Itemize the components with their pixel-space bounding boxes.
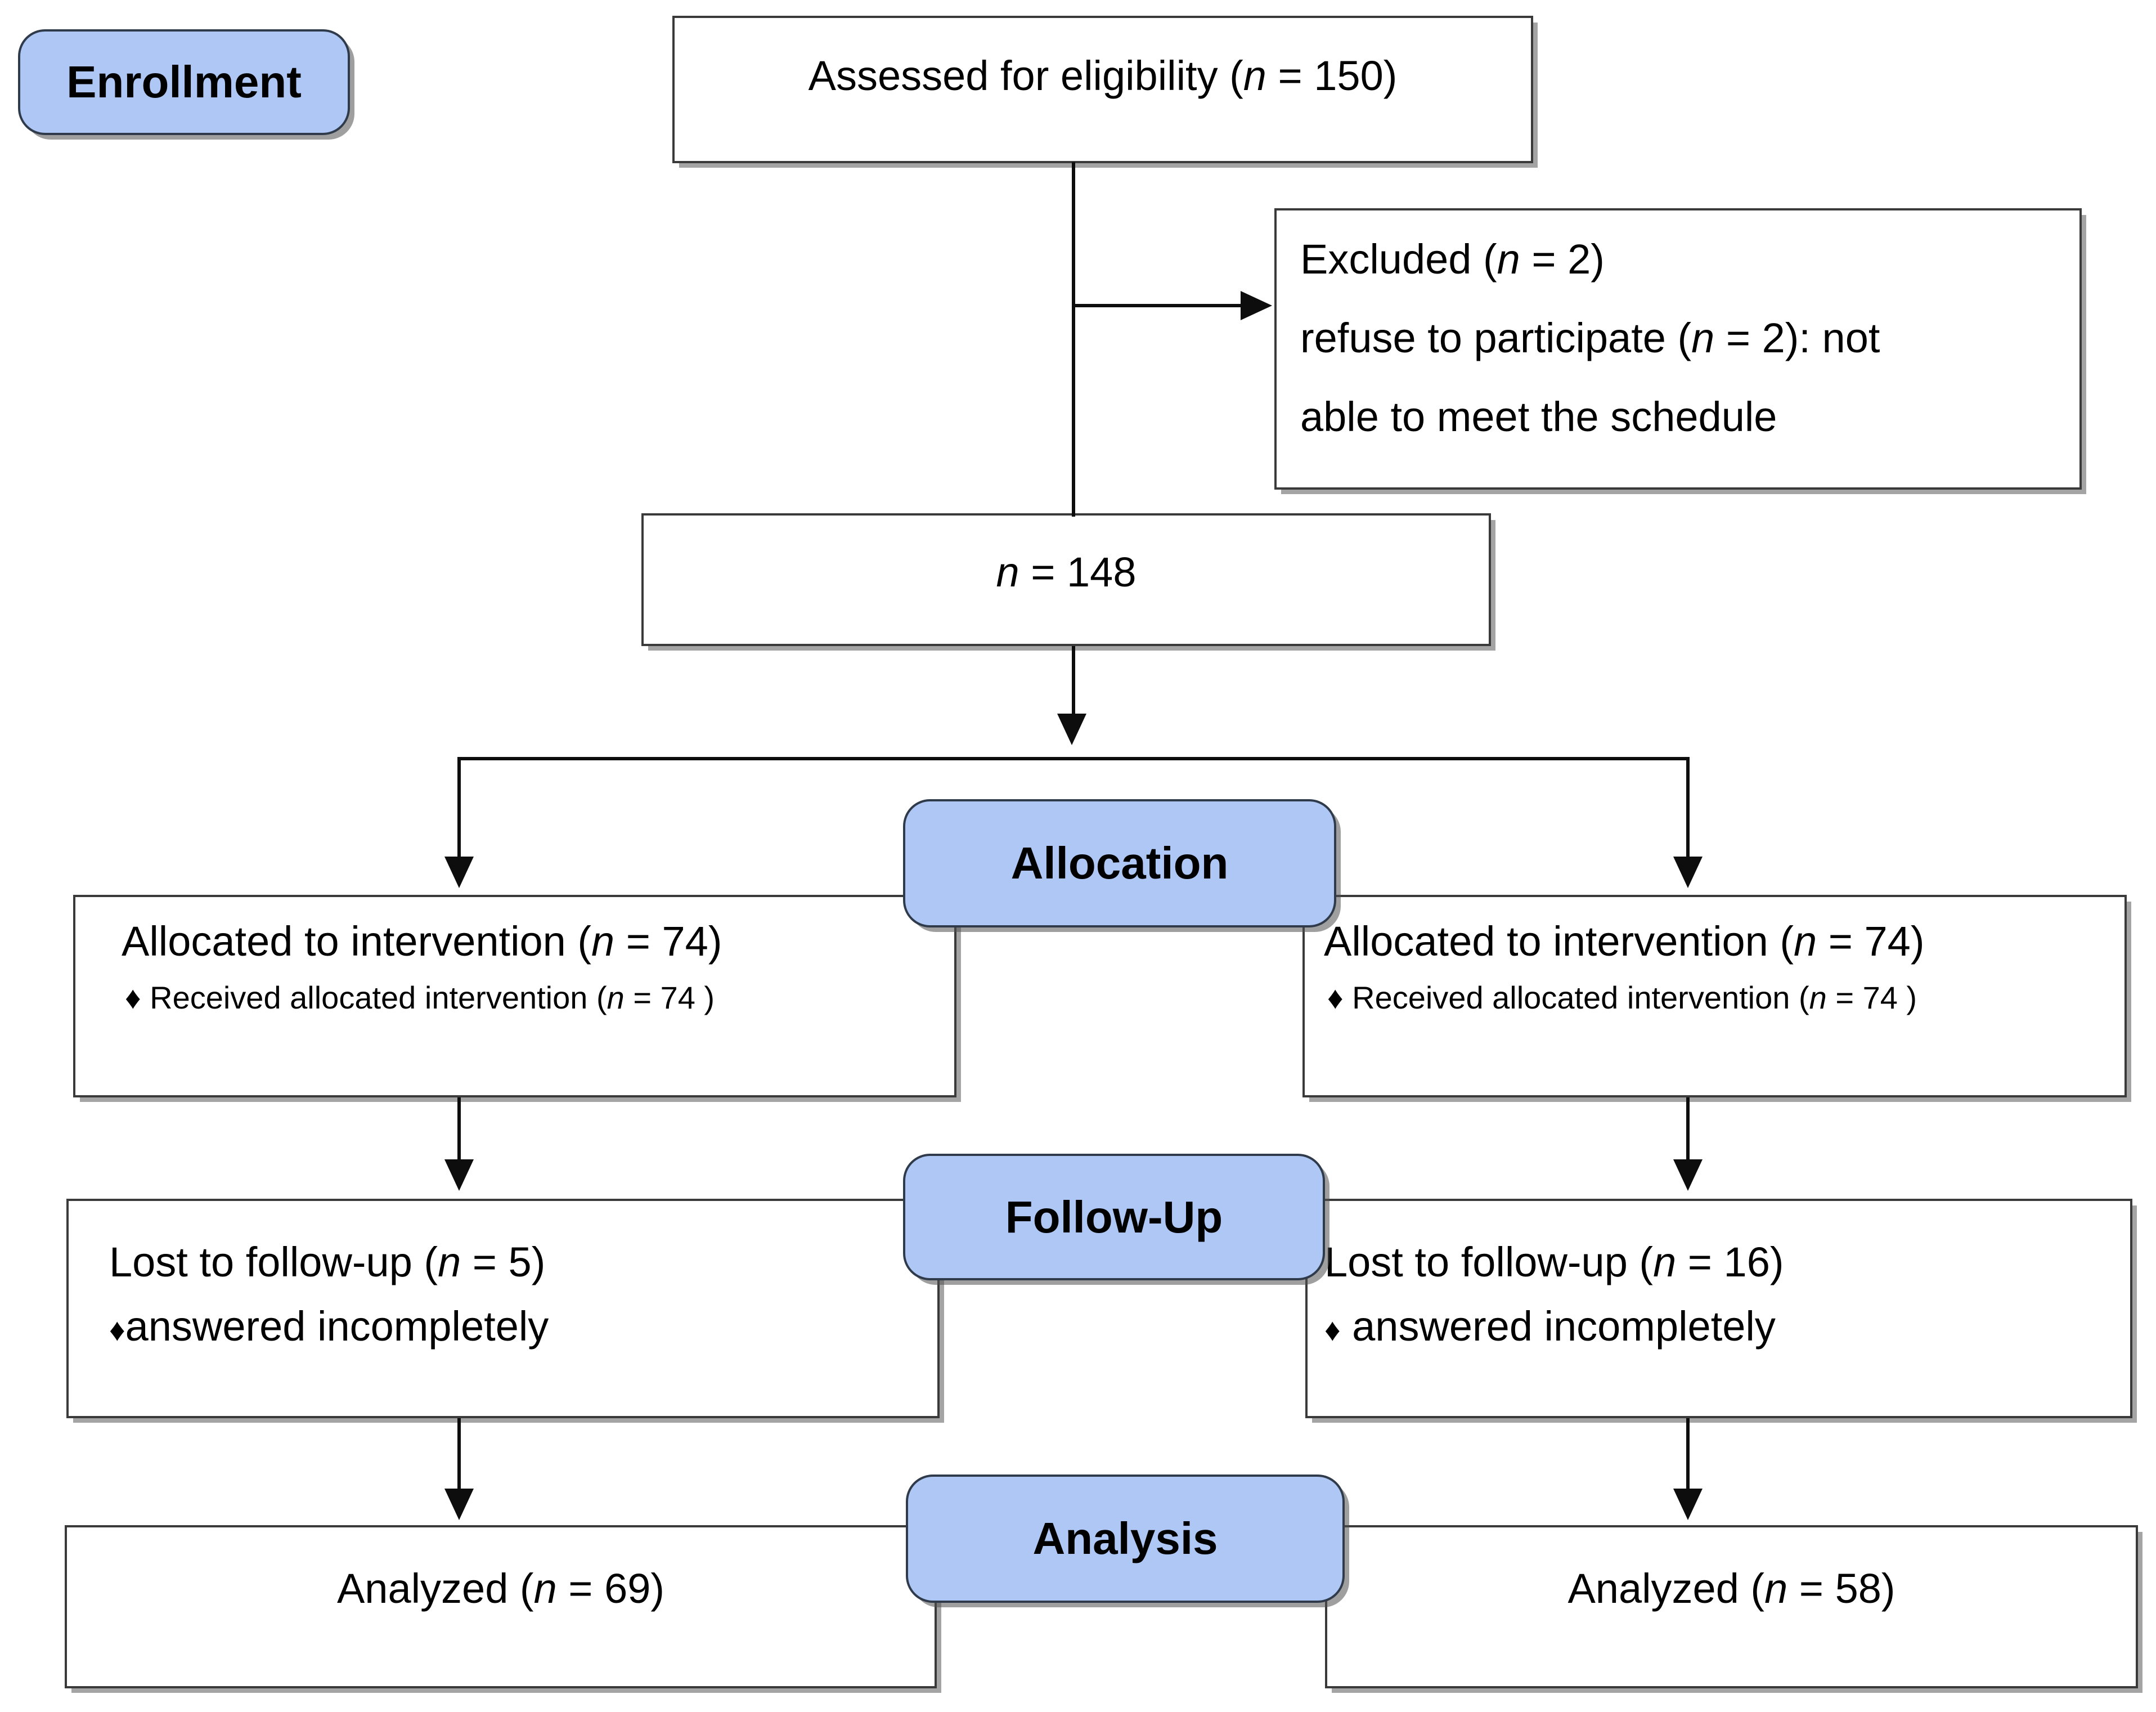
analysis-left-prefix: Analyzed ( <box>336 1565 534 1612</box>
connector-followup-right-to-analysis <box>1686 1418 1690 1491</box>
followup-right-sub: answered incompletely <box>1340 1303 1776 1350</box>
assessed-for-eligibility-box: Assessed for eligibility (n = 150) <box>672 16 1533 163</box>
alloc-right-bullet-icon: ♦ <box>1327 980 1344 1015</box>
randomized-value: = 148 <box>1019 549 1137 595</box>
excluded-line2-n: n <box>1691 315 1715 361</box>
arrow-followup-right <box>1673 1159 1703 1191</box>
assessed-n-symbol: n <box>1243 52 1266 99</box>
randomized-n-symbol: n <box>996 549 1019 595</box>
analyzed-left-box: Analyzed (n = 69) <box>65 1525 937 1688</box>
alloc-right-sub-n: n <box>1809 980 1827 1015</box>
followup-left-title-n: n <box>438 1239 461 1285</box>
alloc-left-title-value: = 74) <box>614 918 722 965</box>
arrow-to-excluded <box>1241 291 1272 320</box>
alloc-left-bullet-icon: ♦ <box>125 980 141 1015</box>
analysis-right-n-symbol: n <box>1764 1565 1788 1612</box>
followup-right-title-prefix: Lost to follow-up ( <box>1324 1239 1654 1285</box>
alloc-left-sub-prefix: Received allocated intervention ( <box>141 980 607 1015</box>
followup-right-title-value: = 16) <box>1676 1239 1784 1285</box>
arrow-analysis-right <box>1673 1489 1703 1520</box>
followup-left-title-value: = 5) <box>461 1239 546 1285</box>
excluded-line3: able to meet the schedule <box>1300 393 1777 440</box>
split-bar-allocation <box>457 757 1690 760</box>
arrow-followup-left <box>444 1159 474 1191</box>
alloc-left-title-prefix: Allocated to intervention ( <box>122 918 592 965</box>
assessed-prefix: Assessed for eligibility ( <box>808 52 1243 99</box>
randomized-box: n = 148 <box>641 513 1491 646</box>
allocated-right-box: Allocated to intervention (n = 74) ♦ Rec… <box>1302 895 2127 1097</box>
analyzed-right-box: Analyzed (n = 58) <box>1325 1525 2138 1688</box>
followup-right-bullet-icon: ♦ <box>1324 1312 1341 1347</box>
connector-followup-left-to-analysis <box>457 1418 461 1491</box>
connector-assessed-to-randomized <box>1072 162 1075 517</box>
analysis-right-prefix: Analyzed ( <box>1567 1565 1765 1612</box>
alloc-right-title-value: = 74) <box>1817 918 1925 965</box>
connector-alloc-right-to-followup <box>1686 1097 1690 1171</box>
excluded-line1-prefix: Excluded ( <box>1300 236 1497 283</box>
stage-badge-enrollment: Enrollment <box>18 29 350 135</box>
excluded-line2-prefix: refuse to participate ( <box>1300 315 1692 361</box>
analysis-right-value: = 58) <box>1787 1565 1896 1612</box>
arrow-to-alloc-left <box>444 857 474 888</box>
alloc-right-title-prefix: Allocated to intervention ( <box>1324 918 1794 965</box>
followup-left-title-prefix: Lost to follow-up ( <box>109 1239 438 1285</box>
followup-left-sub: answered incompletely <box>125 1303 549 1350</box>
excluded-line1-value: = 2) <box>1520 236 1605 283</box>
alloc-right-sub-value: = 74 ) <box>1826 980 1917 1015</box>
connector-randomized-down <box>1072 646 1075 730</box>
arrow-analysis-left <box>444 1489 474 1520</box>
split-right-leg <box>1686 757 1690 870</box>
excluded-box: Excluded (n = 2) refuse to participate (… <box>1274 208 2082 490</box>
connector-to-excluded <box>1072 304 1241 307</box>
assessed-value: = 150) <box>1266 52 1398 99</box>
alloc-left-sub-value: = 74 ) <box>624 980 715 1015</box>
arrow-to-alloc-right <box>1673 857 1703 888</box>
stage-badge-allocation: Allocation <box>903 799 1336 927</box>
followup-right-title-n: n <box>1653 1239 1677 1285</box>
stage-badge-followup: Follow-Up <box>903 1154 1325 1280</box>
connector-alloc-left-to-followup <box>457 1097 461 1171</box>
split-left-leg <box>457 757 461 870</box>
alloc-left-title-n: n <box>591 918 615 965</box>
stage-badge-analysis: Analysis <box>906 1475 1345 1603</box>
arrow-randomized-down <box>1057 714 1086 745</box>
alloc-right-sub-prefix: Received allocated intervention ( <box>1343 980 1809 1015</box>
alloc-right-title-n: n <box>1794 918 1817 965</box>
analysis-left-n-symbol: n <box>533 1565 557 1612</box>
lost-followup-left-box: Lost to follow-up (n = 5) ♦answered inco… <box>66 1199 940 1418</box>
alloc-left-sub-n: n <box>607 980 625 1015</box>
excluded-line2-value: = 2): not <box>1714 315 1880 361</box>
lost-followup-right-box: Lost to follow-up (n = 16) ♦ answered in… <box>1305 1199 2132 1418</box>
analysis-left-value: = 69) <box>556 1565 665 1612</box>
followup-left-bullet-icon: ♦ <box>109 1312 125 1347</box>
allocated-left-box: Allocated to intervention (n = 74) ♦ Rec… <box>73 895 956 1097</box>
excluded-line1-n: n <box>1497 236 1520 283</box>
